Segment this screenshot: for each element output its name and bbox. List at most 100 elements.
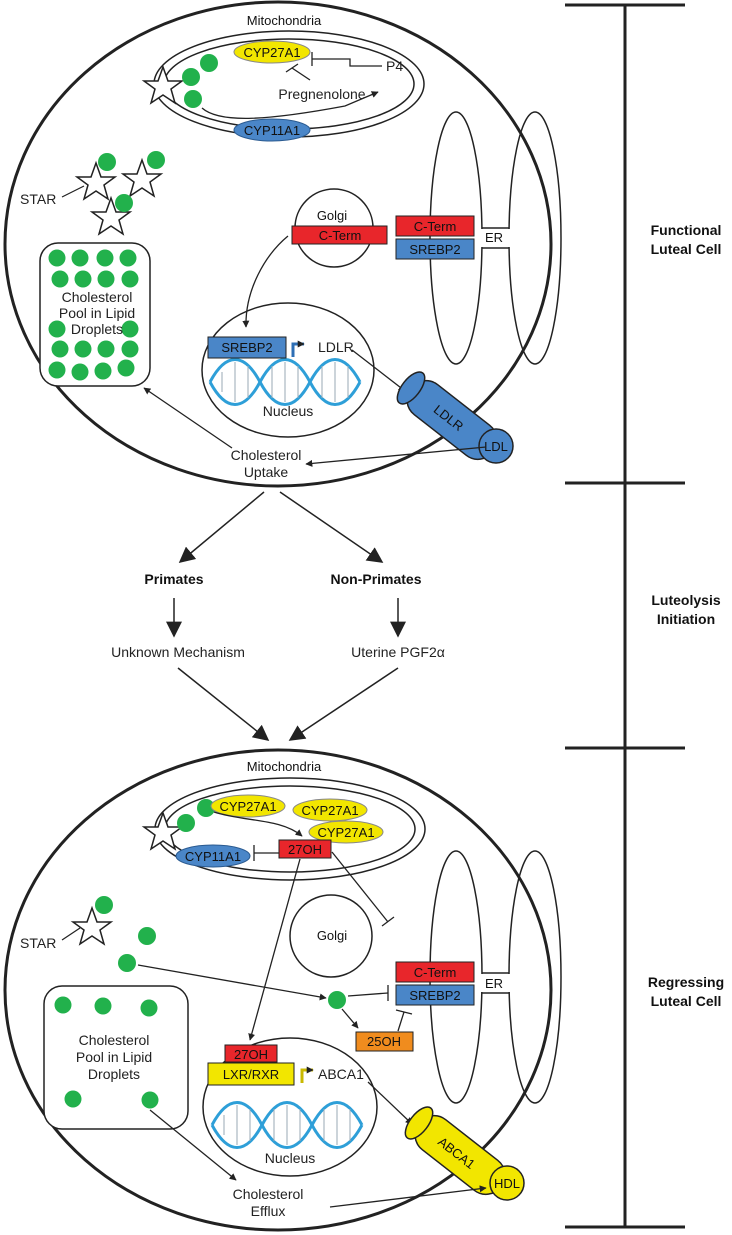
cholesterol-dot: [197, 799, 215, 817]
pool-label-line2: Pool in Lipid: [76, 1049, 152, 1065]
svg-text:25OH: 25OH: [367, 1034, 401, 1049]
stage-bar: [565, 3, 685, 1229]
svg-text:CYP11A1: CYP11A1: [185, 849, 241, 864]
abca1-expression-arrow: [367, 1081, 413, 1125]
ldl-particle: LDL: [478, 428, 514, 464]
cholesterol-dot: [98, 153, 116, 171]
srebp2-to-nucleus-arrow: [242, 235, 289, 328]
cholesterol-dot: [147, 151, 165, 169]
golgi-label: Golgi: [317, 928, 347, 943]
cholesterol-dot: [115, 194, 133, 212]
pool-label-line3: Droplets: [71, 321, 123, 337]
er-bridge-gap: [505, 229, 513, 247]
pregnenolone-inhibits-cyp27a1: [285, 63, 311, 81]
svg-text:CYP27A1: CYP27A1: [301, 803, 358, 818]
to-non-primates-arrow: [279, 491, 384, 563]
star-pointer-line: [61, 185, 85, 198]
pregnenolone-label: Pregnenolone: [278, 86, 365, 102]
pool-to-efflux-arrow: [149, 1109, 237, 1181]
abca1-transporter: ABCA1: [404, 1106, 506, 1196]
stage-functional-subtitle: Luteal Cell: [651, 241, 722, 257]
svg-text:LXR/RXR: LXR/RXR: [223, 1067, 279, 1082]
nucleus-srebp2: SREBP2: [207, 336, 287, 359]
transcription-arrow-icon: [300, 1066, 314, 1083]
to-primates-arrow: [178, 491, 265, 564]
golgi-label: Golgi: [317, 208, 347, 223]
cyp27a1-enzyme: CYP27A1: [308, 820, 384, 844]
hdl-particle: HDL: [489, 1165, 525, 1201]
cholesterol-dot: [118, 954, 136, 972]
p4-inhibits-cyp27a1: [311, 52, 382, 67]
nucleus-label: Nucleus: [265, 1150, 316, 1166]
pgf-to-cell-arrow: [288, 667, 399, 741]
p4-label: P4: [386, 58, 403, 74]
pgf-label: Uterine PGF2α: [351, 644, 445, 660]
golgi-cterm: C-Term: [291, 225, 388, 245]
dna-helix: [208, 358, 362, 406]
pool-label-line1: Cholesterol: [62, 289, 133, 305]
star-label: STAR: [20, 191, 56, 207]
er-label: ER: [485, 230, 503, 245]
primates-label: Primates: [144, 571, 203, 587]
unknown-mechanism-label: Unknown Mechanism: [111, 644, 245, 660]
er-cterm: C-Term: [395, 215, 475, 237]
cyp11a1-enzyme: CYP11A1: [175, 844, 251, 868]
27oh-inhibits-srebp2: [331, 851, 395, 927]
star-protein-icon: [141, 64, 185, 105]
ldlr-expression-arrow: [351, 349, 406, 392]
uptake-to-pool-arrow: [143, 387, 233, 449]
lxr-rxr-receptor: LXR/RXR: [207, 1062, 295, 1086]
ldlr-gene-label: LDLR: [318, 339, 354, 355]
star-protein-icon: [70, 905, 114, 946]
star-protein-icon: [141, 810, 185, 851]
cholesterol-dot: [328, 991, 346, 1009]
svg-text:C-Term: C-Term: [319, 228, 362, 243]
pool-label-line2: Pool in Lipid: [59, 305, 135, 321]
nucleus-27oh: 27OH: [224, 1044, 278, 1063]
unknown-to-cell-arrow: [177, 667, 270, 741]
pool-label-line3: Droplets: [88, 1066, 140, 1082]
stage-regressing-title: Regressing: [648, 974, 724, 990]
efflux-to-hdl-arrow: [329, 1185, 487, 1208]
cyp27a1-enzyme: CYP27A1: [210, 794, 286, 818]
svg-text:CYP27A1: CYP27A1: [219, 799, 276, 814]
dna-helix: [210, 1101, 364, 1149]
er-srebp2: SREBP2: [395, 984, 475, 1006]
er-label: ER: [485, 976, 503, 991]
er-cterm: C-Term: [395, 961, 475, 983]
stage-regressing-subtitle: Luteal Cell: [651, 993, 722, 1009]
golgi: [289, 894, 373, 978]
uptake-label-line2: Uptake: [244, 464, 289, 480]
stage-initiation-subtitle: Initiation: [657, 611, 715, 627]
mito-27oh: 27OH: [278, 839, 332, 859]
cholesterol-dot: [138, 927, 156, 945]
svg-text:HDL: HDL: [494, 1176, 520, 1191]
25oh-inhibits-srebp2: [395, 1009, 413, 1032]
cholesterol-dot: [95, 896, 113, 914]
cyp11a1-enzyme: CYP11A1: [233, 118, 311, 142]
stage-initiation-title: Luteolysis: [651, 592, 720, 608]
star-pointer-line: [61, 927, 81, 941]
er-bridge-gap: [505, 974, 513, 992]
ldl-uptake-arrow: [305, 446, 487, 467]
nucleus-label: Nucleus: [263, 403, 314, 419]
svg-text:27OH: 27OH: [288, 842, 322, 857]
abca1-gene-label: ABCA1: [318, 1066, 364, 1082]
pool-label-line1: Cholesterol: [79, 1032, 150, 1048]
cyp27a1-enzyme: CYP27A1: [292, 798, 368, 822]
pregnenolone-to-p4-arrow: [201, 91, 379, 120]
25oh-metabolite: 25OH: [355, 1031, 414, 1052]
svg-text:C-Term: C-Term: [414, 219, 457, 234]
svg-text:SREBP2: SREBP2: [409, 988, 460, 1003]
svg-text:CYP11A1: CYP11A1: [244, 123, 300, 138]
star-protein-icon: [120, 157, 164, 198]
er-bridge-gap: [478, 229, 486, 247]
transcription-arrow-icon: [291, 340, 305, 357]
uptake-label-line1: Cholesterol: [231, 447, 302, 463]
dna-base-pairs: [221, 362, 349, 402]
pool-cholesterol-dots: [48, 249, 139, 381]
regressing-cell-membrane: [3, 748, 553, 1232]
27oh-inhibits-cyp11a1: [253, 845, 279, 861]
cholesterol-to-25oh-arrow: [341, 1008, 359, 1029]
